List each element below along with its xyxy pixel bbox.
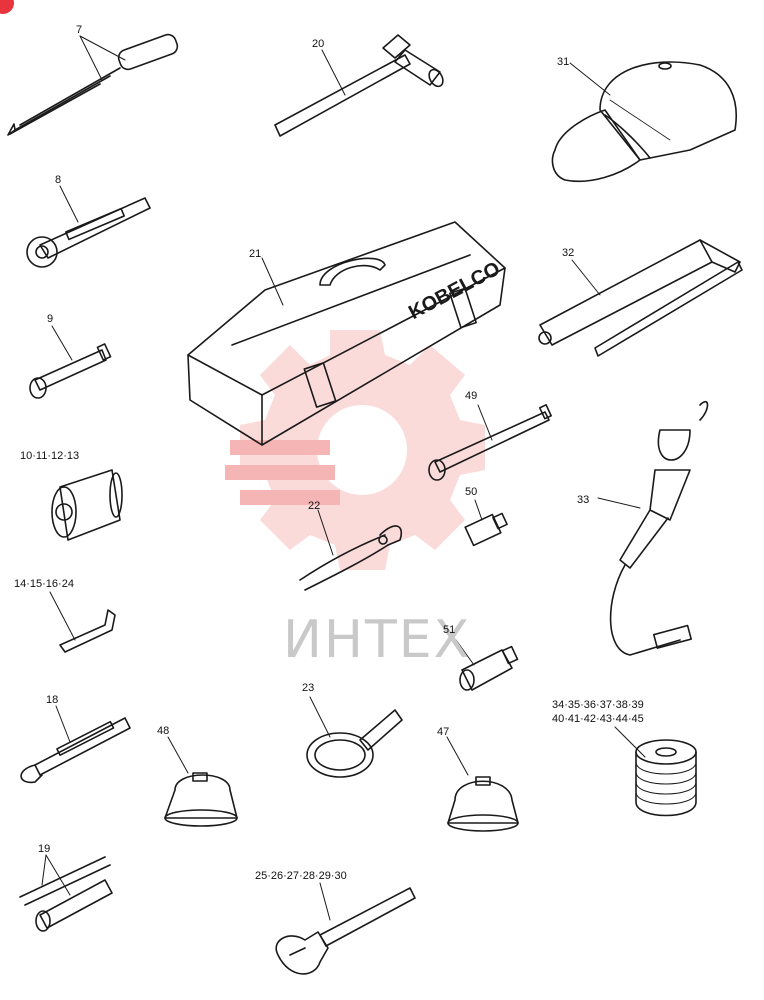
socket-adapter-icon (464, 512, 508, 547)
callout-18: 18 (46, 694, 59, 706)
callout-23: 23 (302, 682, 315, 694)
grease-gun-icon (538, 239, 743, 357)
socket-icon (51, 469, 123, 541)
callout-47: 47 (437, 726, 450, 738)
callout-8: 8 (55, 174, 62, 186)
filter-cap-icon (164, 772, 238, 827)
cap-icon (551, 61, 737, 183)
ratchet-handle-icon (26, 197, 151, 268)
callout-10: 10·11·12·13 (20, 450, 80, 462)
filter-cap-icon (447, 776, 519, 832)
callout-51: 51 (443, 624, 456, 636)
box-wrench-icon (19, 856, 113, 932)
callout-7: 7 (76, 24, 83, 36)
callout-34-39: 34·35·36·37·38·39 (552, 699, 644, 711)
corner-badge (0, 0, 14, 14)
filter-wrench-icon (306, 709, 403, 778)
callout-21: 21 (249, 248, 262, 260)
adjustable-wrench-icon (20, 717, 131, 784)
callout-14: 14·15·16·24 (14, 578, 74, 590)
callout-25: 25·26·27·28·29·30 (255, 870, 347, 882)
callout-9: 9 (47, 313, 54, 325)
callout-22: 22 (308, 500, 321, 512)
watermark-text: ИНТЕХ (283, 610, 472, 670)
callout-31: 31 (557, 56, 570, 68)
hex-key-icon (59, 609, 116, 653)
universal-joint-icon (459, 645, 519, 691)
extension-bar-icon (29, 343, 112, 399)
callout-48: 48 (157, 725, 170, 737)
callout-33: 33 (577, 494, 590, 506)
screwdriver-icon (7, 33, 179, 136)
callout-49: 49 (465, 390, 478, 402)
pliers-icon (299, 525, 402, 591)
callout-40-45: 40·41·42·43·44·45 (552, 713, 644, 725)
long-extension-icon (428, 404, 552, 481)
watermark-gear-icon (225, 330, 485, 570)
callout-32: 32 (562, 247, 575, 259)
shim-stack-icon (635, 739, 697, 817)
callout-20: 20 (312, 38, 325, 50)
hammer-icon (274, 34, 444, 137)
callout-19: 19 (38, 843, 51, 855)
toolbox-icon (187, 221, 506, 446)
spanner-wrench-icon (275, 887, 416, 975)
trouble-light-icon (609, 400, 709, 656)
callout-50: 50 (465, 486, 478, 498)
toolbox-brand: KOBELCO (405, 258, 504, 324)
